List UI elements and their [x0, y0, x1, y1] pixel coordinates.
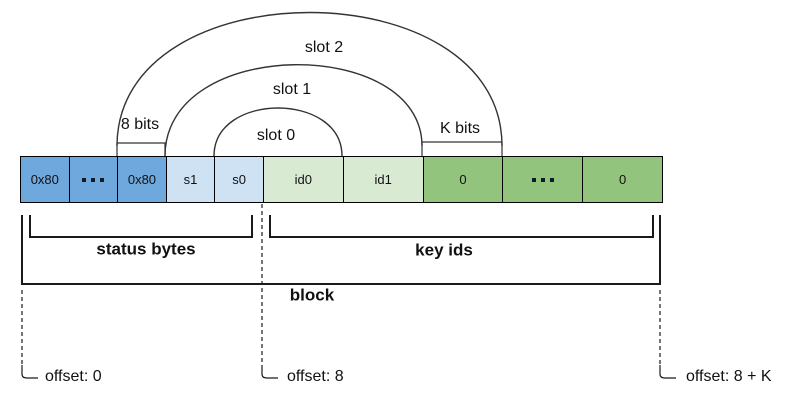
k-bits-label: K bits [439, 120, 481, 137]
ellipsis-dots [531, 177, 554, 182]
row-cell-8 [502, 157, 583, 202]
offset-0-label: offset: 0 [45, 368, 102, 385]
row-cell-5: id0 [262, 157, 343, 202]
byte-array-row: 0x80 0x80 s1 s0 id0 id1 0 0 [20, 156, 663, 203]
row-cell-9: 0 [582, 157, 663, 202]
cell-label: 0 [619, 172, 627, 187]
cell-label: s1 [183, 172, 198, 187]
offset-8-hook [261, 365, 278, 379]
key-ids-brace [269, 215, 654, 238]
cell-label: s0 [232, 172, 246, 187]
slot-1-arc [164, 64, 423, 157]
block-label: block [289, 285, 335, 305]
cell-label: 0x80 [127, 172, 157, 187]
slot-2-label: slot 2 [304, 39, 344, 56]
slot-2-arc [116, 11, 503, 147]
offset-8-label: offset: 8 [287, 368, 344, 385]
row-cell-6: id1 [342, 157, 423, 202]
cell-label: id1 [374, 172, 392, 187]
block-brace [21, 215, 661, 285]
offset-8k-label: offset: 8 + K [686, 368, 772, 385]
row-cell-4: s0 [214, 157, 263, 202]
cell-label: 0x80 [30, 172, 59, 187]
k-bits-bracket [421, 141, 503, 156]
row-cell-7: 0 [422, 157, 503, 202]
offset-8k-hook [659, 365, 676, 379]
slot-1-label: slot 1 [272, 81, 312, 98]
cell-label: 0 [459, 172, 467, 187]
slot-0-label: slot 0 [256, 127, 296, 144]
eight-bits-label: 8 bits [120, 116, 160, 133]
key-ids-label: key ids [415, 240, 473, 260]
status-bytes-brace [29, 215, 253, 238]
row-cell-2: 0x80 [117, 157, 166, 202]
row-cell-0: 0x80 [21, 157, 69, 202]
cell-label: id0 [294, 172, 312, 187]
eight-bits-bracket [116, 142, 166, 156]
status-bytes-label: status bytes [96, 239, 196, 259]
offset-0-hook [21, 365, 38, 379]
ellipsis-dots [82, 177, 105, 182]
slot-0-arc [213, 107, 343, 157]
row-cell-1 [68, 157, 118, 202]
row-cell-3: s1 [165, 157, 215, 202]
